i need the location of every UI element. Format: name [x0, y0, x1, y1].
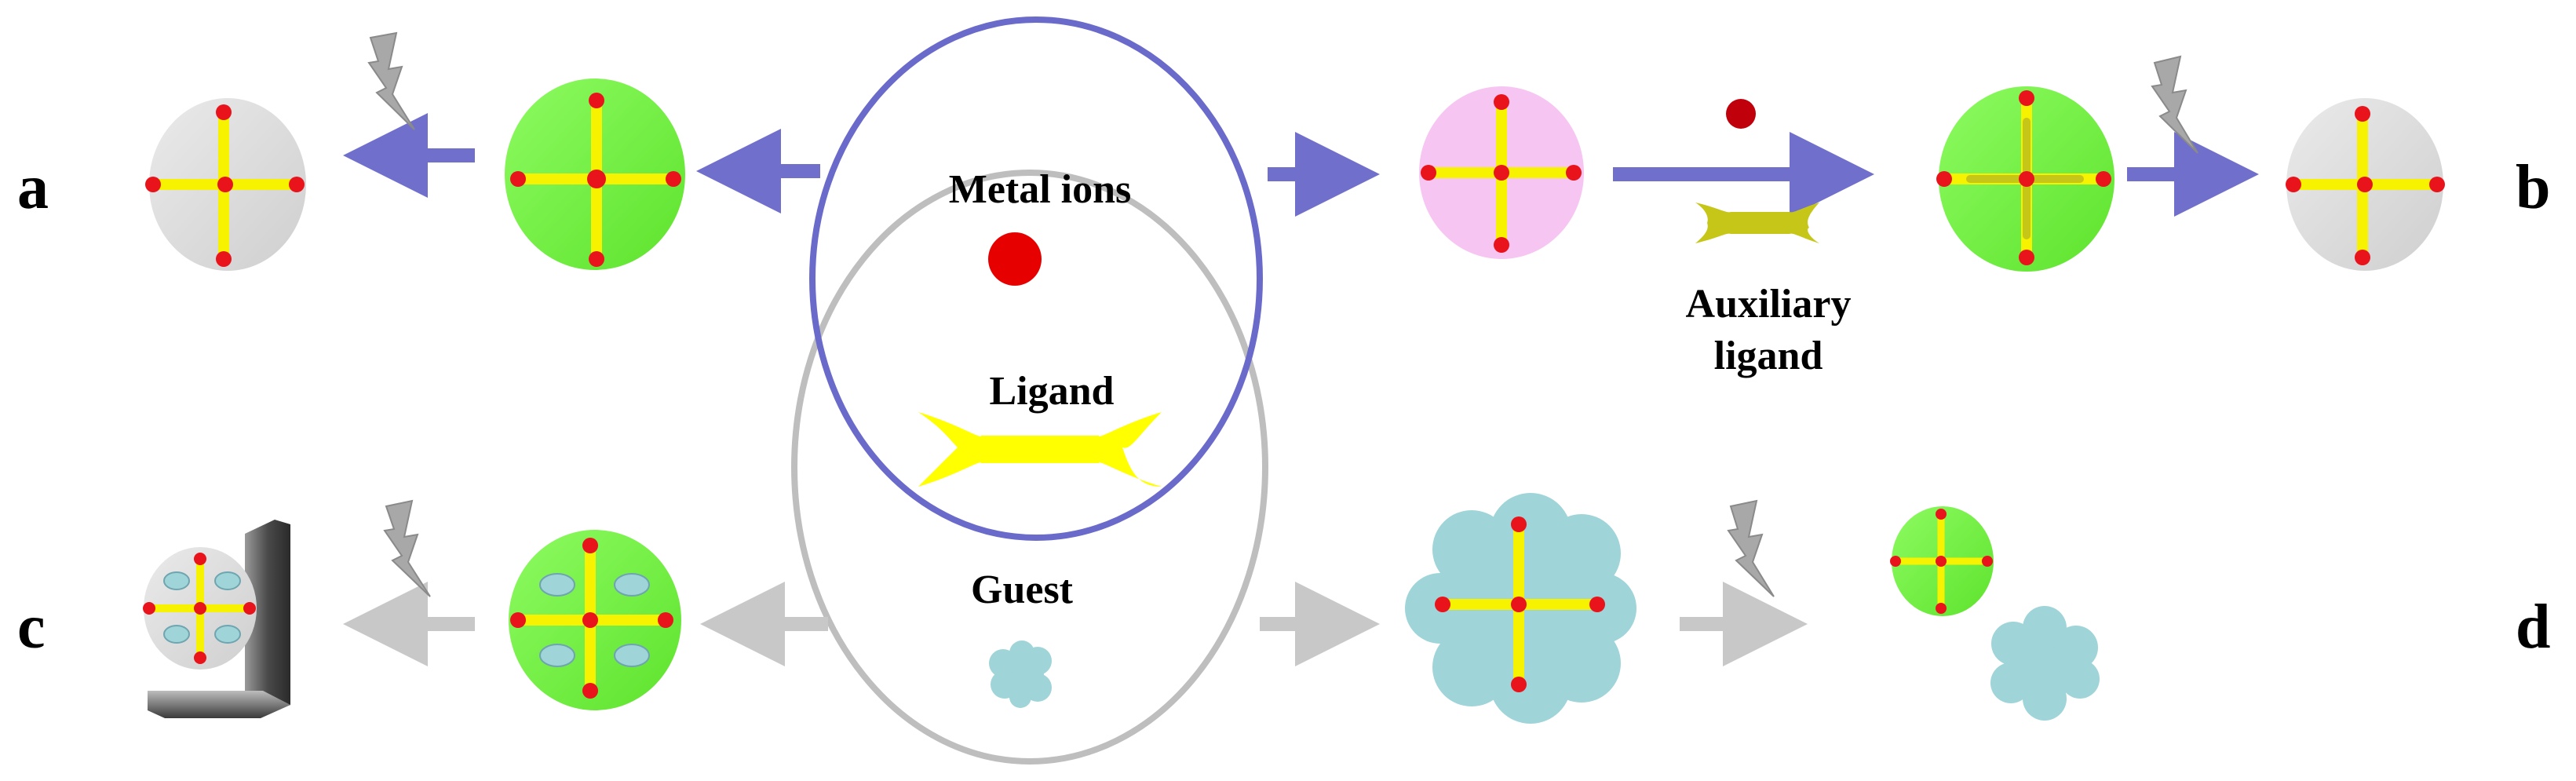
- framework-c-active: [509, 530, 681, 710]
- guest-cloud: [989, 640, 1052, 708]
- framework-b-pink: [1419, 86, 1584, 259]
- device-icon: [148, 520, 290, 718]
- metal-ion-dot: [988, 232, 1042, 286]
- lightning-icon-c: [383, 499, 431, 597]
- auxiliary-label-line2: ligand: [1714, 334, 1823, 378]
- panel-label-a: a: [17, 153, 49, 222]
- framework-b-active: [1936, 86, 2114, 272]
- lightning-icon-d: [1727, 499, 1775, 597]
- framework-b-inactive: [2286, 98, 2445, 271]
- framework-a-inactive: [145, 98, 306, 271]
- auxiliary-ligand-shape: [1695, 203, 1819, 243]
- framework-a-active: [505, 78, 685, 270]
- framework-d-small: [1890, 506, 1994, 616]
- blue-ellipse: [809, 16, 1263, 541]
- gray-ellipse: [791, 170, 1268, 765]
- panel-label-b: b: [2516, 153, 2551, 222]
- guest-label: Guest: [971, 568, 1074, 612]
- ligand-shape: [918, 412, 1162, 487]
- ligand-label: Ligand: [990, 369, 1115, 414]
- metal-ions-label: Metal ions: [949, 167, 1132, 212]
- framework-c-device: [143, 547, 257, 670]
- panel-label-c: c: [17, 593, 46, 662]
- auxiliary-label-line1: Auxiliary: [1686, 282, 1852, 327]
- lightning-icon-a: [367, 31, 415, 130]
- framework-d-guest-loaded: [1405, 493, 1636, 724]
- released-guest-cloud: [1990, 606, 2100, 721]
- metal-ion-dot-small: [1726, 99, 1756, 129]
- panel-label-d: d: [2516, 593, 2551, 662]
- lightning-icon-b: [2151, 55, 2198, 154]
